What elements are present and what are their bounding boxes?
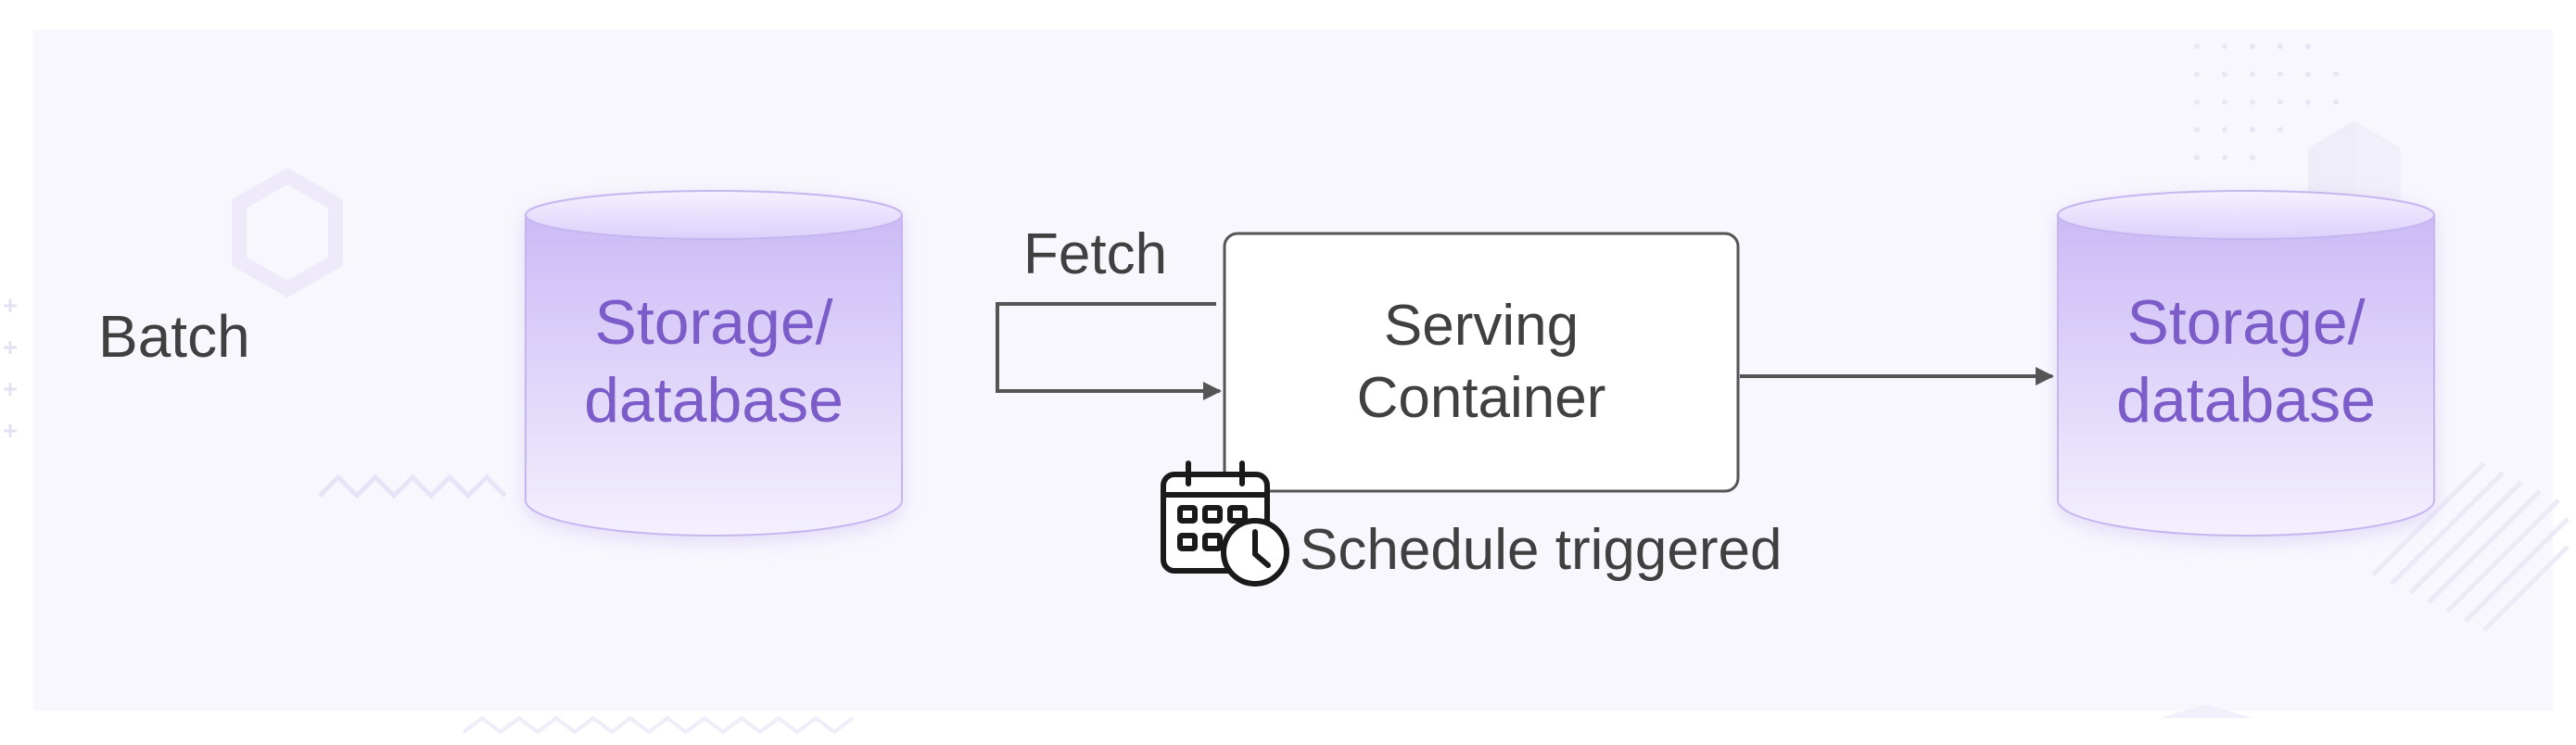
source-store-label: Storage/ database: [584, 287, 844, 436]
source-store-cylinder: [525, 190, 903, 537]
fetch-loop-arrow: [996, 302, 1222, 400]
target-store-cylinder: [2057, 190, 2435, 537]
calendar-clock-icon: [1161, 461, 1289, 587]
target-store-label: Storage/ database: [2116, 287, 2376, 436]
serving-container-box: [1223, 232, 1740, 493]
row-label: Batch: [98, 303, 250, 370]
fetch-label: Fetch: [1023, 222, 1168, 286]
schedule-label: Schedule triggered: [1300, 518, 1783, 582]
serving-container-label: Serving Container: [1356, 294, 1606, 430]
